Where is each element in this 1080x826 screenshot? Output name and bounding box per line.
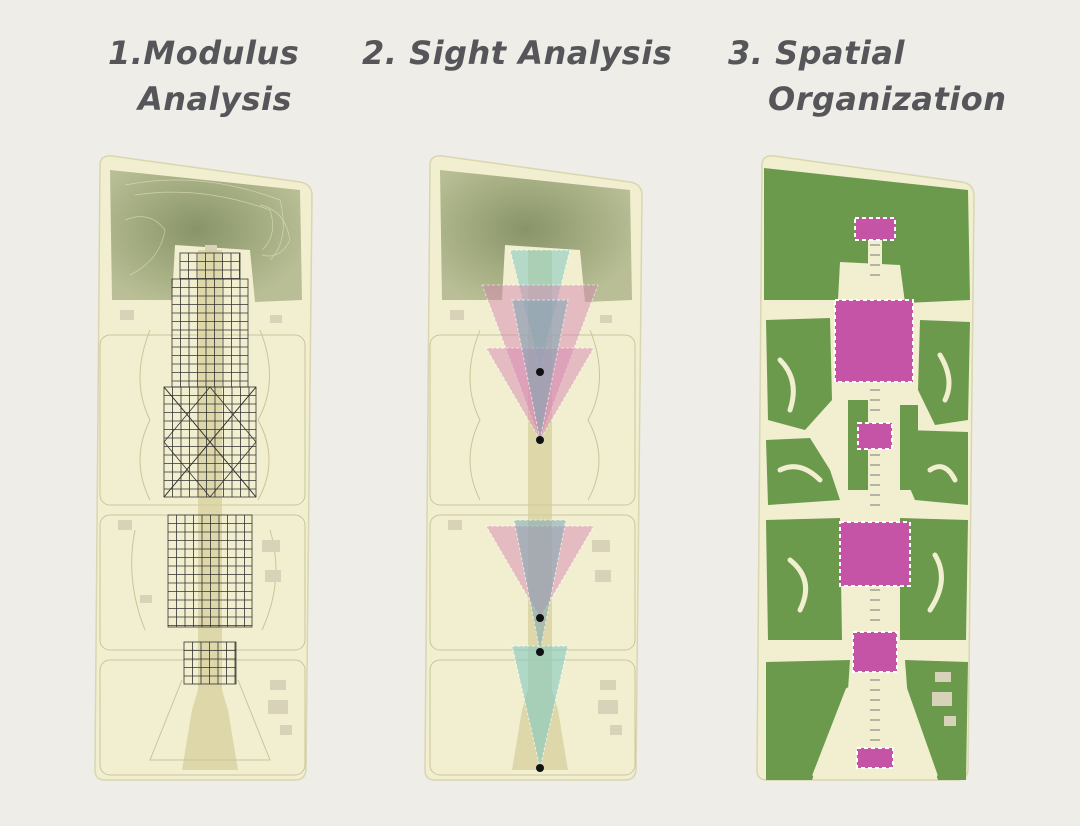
hill	[440, 170, 632, 302]
grid-diagonal	[163, 441, 211, 498]
plaza-lower	[839, 521, 911, 587]
plaza-top	[854, 217, 896, 241]
panel-title-modulus-analysis: 1.Modulus Analysis	[108, 30, 299, 122]
green-patch	[918, 320, 970, 425]
hill	[110, 170, 302, 302]
plaza-bottom-upper	[852, 631, 898, 673]
axis-stairs	[870, 244, 880, 741]
viewpoint	[536, 614, 544, 622]
green-patch	[900, 405, 918, 490]
viewpoint	[536, 764, 544, 772]
green-patch	[900, 518, 968, 640]
garden-paths	[777, 352, 958, 778]
plaza-main	[834, 299, 914, 383]
sight-cones	[481, 249, 599, 769]
grid-outline	[167, 514, 253, 628]
plaza-middle	[857, 422, 893, 450]
grid-block-lower	[167, 514, 253, 628]
modulus-grid	[163, 252, 257, 685]
grid-diagonal	[209, 386, 257, 443]
green-patch	[766, 660, 850, 780]
grid-block-upper	[171, 278, 249, 388]
viewpoint	[536, 368, 544, 376]
hill-contours	[124, 179, 291, 276]
modulus-site-plan	[94, 155, 313, 781]
viewpoints	[536, 368, 544, 772]
building-footprints	[932, 672, 956, 726]
central-axis	[182, 250, 238, 770]
central-axis	[512, 250, 568, 770]
building-footprints	[118, 245, 292, 735]
sight-cone-blue-2	[513, 519, 567, 653]
panel-title-line-2: Analysis	[138, 80, 293, 118]
grid-diagonal	[163, 386, 211, 443]
grid-block-bottom	[183, 641, 237, 685]
green-patch	[766, 318, 832, 430]
sight-site-plan	[424, 155, 643, 781]
plaza-entrance	[856, 747, 894, 769]
panel-title-line-1: 1.Modulus	[108, 34, 300, 72]
green-patch	[905, 660, 968, 780]
viewpoint	[536, 436, 544, 444]
spatial-site-plan	[756, 155, 975, 781]
panel-title-spatial-organization: 3. Spatial Organization	[728, 30, 1006, 122]
building-footprints	[448, 310, 622, 735]
plazas	[834, 217, 914, 769]
green-patch	[766, 438, 840, 505]
viewpoint	[536, 648, 544, 656]
grid-diagonal	[209, 441, 257, 498]
panel-title-sight-analysis: 2. Sight Analysis	[362, 30, 672, 76]
grid-block-middle	[163, 386, 257, 498]
panel-title-line-1: 3. Spatial	[728, 34, 905, 72]
grid-outline	[183, 641, 237, 685]
entrance-funnel	[149, 679, 271, 761]
grid-diagonals	[163, 386, 257, 498]
sight-cone-teal-bottom	[511, 645, 569, 769]
panel-title-line-1: 2. Sight Analysis	[362, 34, 673, 72]
panel-title-line-2: Organization	[768, 80, 1007, 118]
